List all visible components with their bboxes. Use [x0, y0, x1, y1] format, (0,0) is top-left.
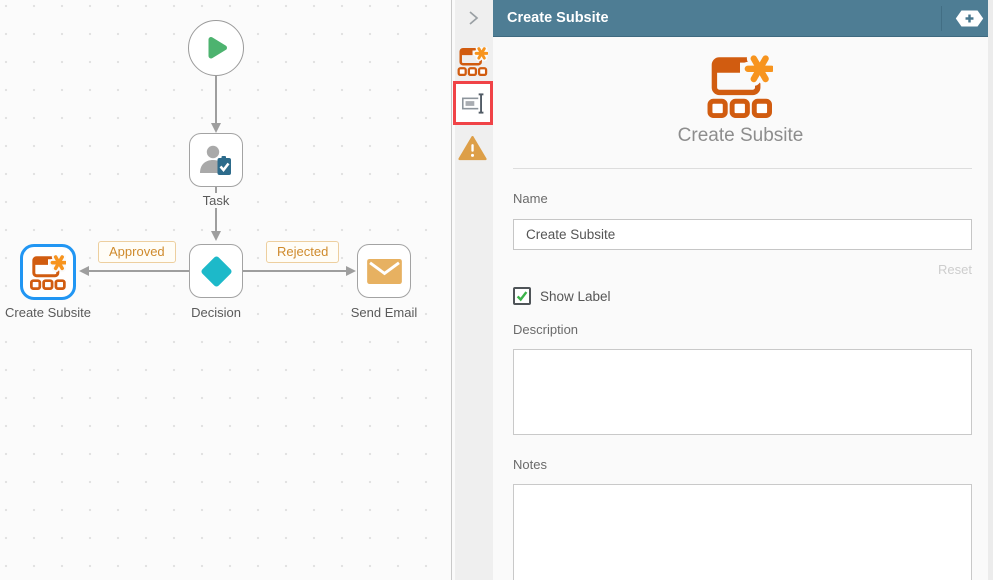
play-icon	[199, 31, 233, 65]
show-label-text: Show Label	[540, 289, 611, 304]
checkbox-check-icon	[515, 289, 529, 303]
start-node[interactable]	[188, 20, 244, 76]
create-subsite-icon	[30, 255, 66, 290]
collapse-panel-chevron-icon[interactable]	[464, 9, 482, 27]
panel-header: Create Subsite	[493, 0, 988, 37]
decision-node[interactable]	[189, 244, 243, 298]
create-subsite-config-tab-icon[interactable]	[457, 47, 488, 76]
plus-tag-icon[interactable]	[955, 10, 984, 27]
name-field-label: Name	[513, 191, 548, 206]
warning-icon[interactable]	[458, 135, 487, 162]
panel-scrollbar[interactable]	[988, 0, 993, 580]
show-label-checkbox[interactable]	[513, 287, 531, 305]
reset-link[interactable]: Reset	[938, 262, 972, 277]
description-field-label: Description	[513, 322, 579, 337]
branch-label-rejected[interactable]: Rejected	[266, 241, 340, 263]
task-node-label: Task	[198, 193, 234, 208]
envelope-icon	[366, 258, 403, 285]
properties-panel: Create Subsite Create Subsite Name Reset…	[493, 0, 993, 580]
create-subsite-hero-icon	[707, 55, 773, 118]
panel-title: Create Subsite	[507, 10, 609, 26]
section-divider	[513, 168, 972, 169]
config-tool-strip	[452, 0, 493, 580]
branch-label-approved[interactable]: Approved	[98, 241, 176, 263]
decision-diamond-icon	[199, 254, 233, 288]
hero-title: Create Subsite	[677, 125, 804, 146]
header-divider	[941, 6, 942, 31]
create-subsite-node-selected[interactable]	[20, 244, 76, 300]
task-node[interactable]	[189, 133, 243, 187]
name-input[interactable]	[513, 219, 972, 250]
description-textarea[interactable]	[513, 349, 972, 435]
send-email-node[interactable]	[357, 244, 411, 298]
notes-field-label: Notes	[513, 457, 547, 472]
decision-node-label: Decision	[187, 305, 245, 320]
send-email-node-label: Send Email	[346, 305, 422, 320]
workflow-canvas[interactable]: Task Decision Create Subsite Send Email …	[0, 0, 452, 580]
rename-tool-highlighted[interactable]	[453, 81, 493, 125]
task-person-icon	[198, 143, 234, 177]
rename-icon	[460, 90, 487, 117]
create-subsite-node-label: Create Subsite	[1, 305, 95, 320]
notes-textarea[interactable]	[513, 484, 972, 580]
